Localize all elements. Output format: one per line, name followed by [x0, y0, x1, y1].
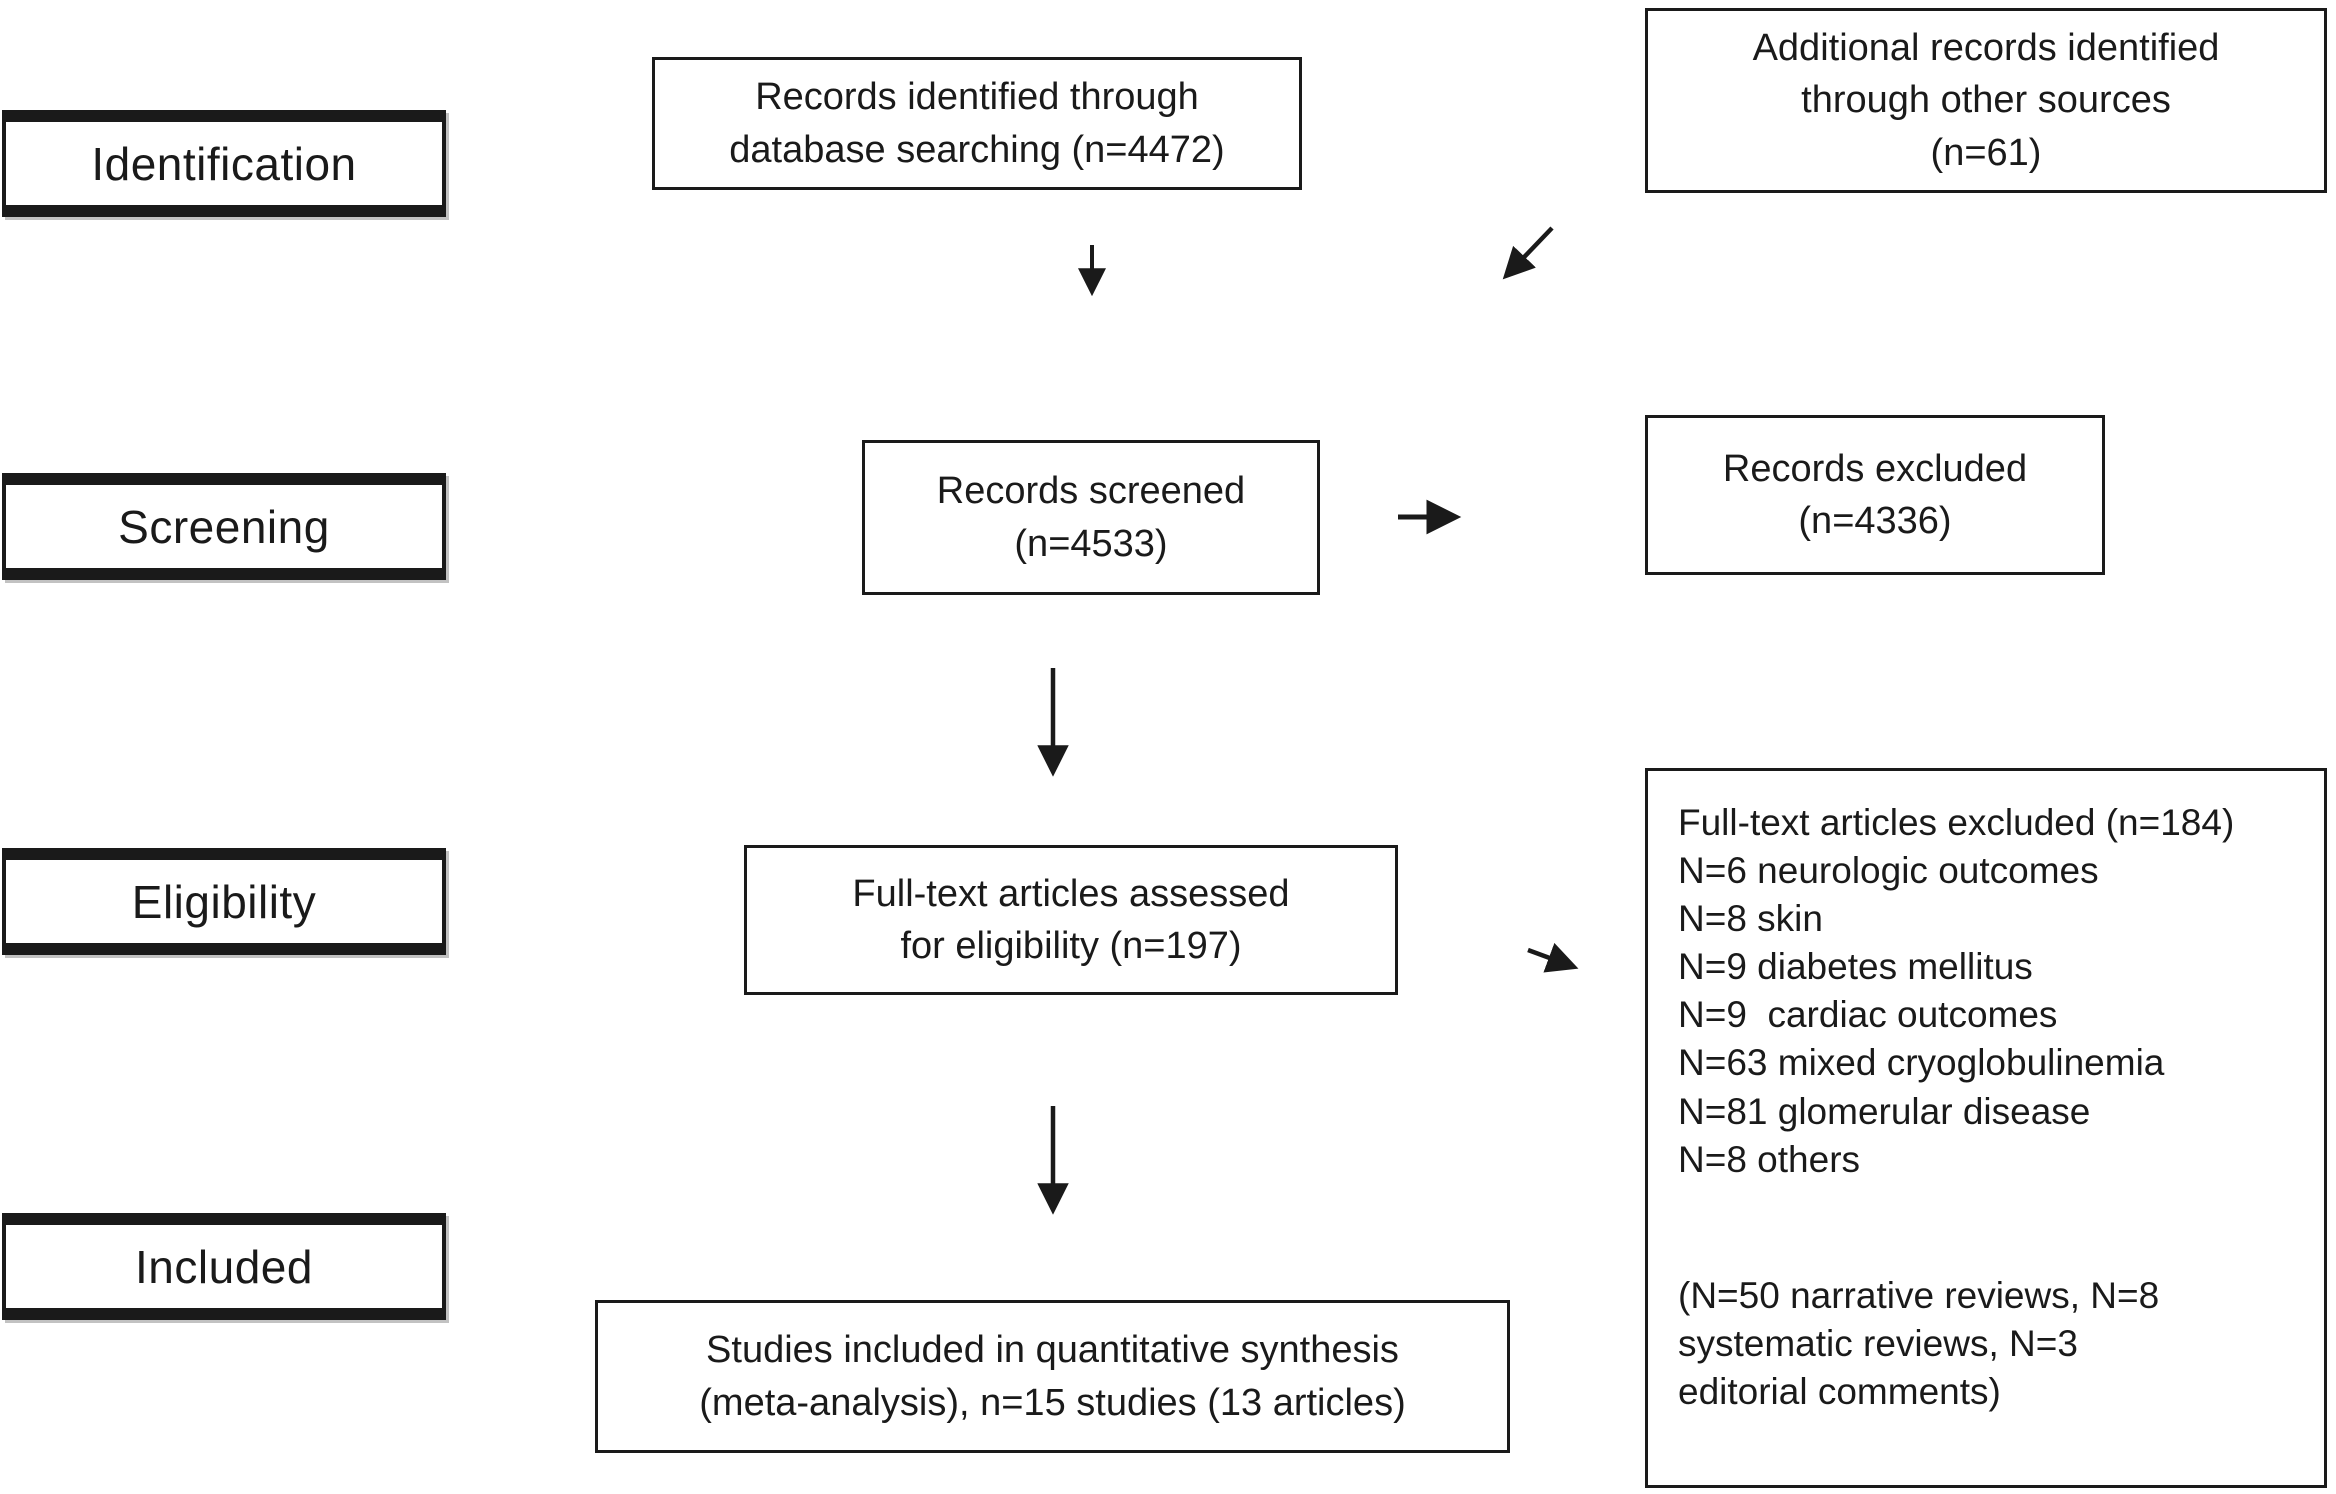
fulltext-excluded-item: N=63 mixed cryoglobulinemia	[1678, 1042, 2165, 1084]
box-records-excluded: Records excluded (n=4336)	[1645, 415, 2105, 575]
fulltext-excluded-item: N=6 neurologic outcomes	[1678, 850, 2099, 892]
arrow-assessed-to-excluded-icon	[1527, 942, 1579, 973]
fulltext-excluded-item: N=8 skin	[1678, 898, 1823, 940]
fulltext-excluded-title: Full-text articles excluded (n=184)	[1678, 802, 2235, 843]
box-fulltext-assessed: Full-text articles assessed for eligibil…	[744, 845, 1398, 995]
fulltext-excluded-item: N=9 cardiac outcomes	[1678, 994, 2058, 1036]
box-fulltext-excluded: Full-text articles excluded (n=184) N=6 …	[1645, 768, 2327, 1488]
fulltext-excluded-note: (N=50 narrative reviews, N=8 systematic …	[1678, 1274, 2160, 1412]
stage-label-identification: Identification	[2, 110, 446, 217]
stage-label-included: Included	[2, 1213, 446, 1320]
box-records-identified: Records identified through database sear…	[652, 57, 1302, 190]
stage-label-eligibility: Eligibility	[2, 848, 446, 955]
fulltext-excluded-item: N=9 diabetes mellitus	[1678, 946, 2033, 988]
stage-label-screening: Screening	[2, 473, 446, 580]
box-records-screened: Records screened (n=4533)	[862, 440, 1320, 595]
box-additional-records: Additional records identified through ot…	[1645, 8, 2327, 193]
fulltext-excluded-item: N=81 glomerular disease	[1678, 1090, 2091, 1132]
box-studies-included: Studies included in quantitative synthes…	[595, 1300, 1510, 1453]
arrow-additional-diagonal-icon	[1502, 226, 1554, 280]
fulltext-excluded-item: N=8 others	[1678, 1138, 1861, 1180]
